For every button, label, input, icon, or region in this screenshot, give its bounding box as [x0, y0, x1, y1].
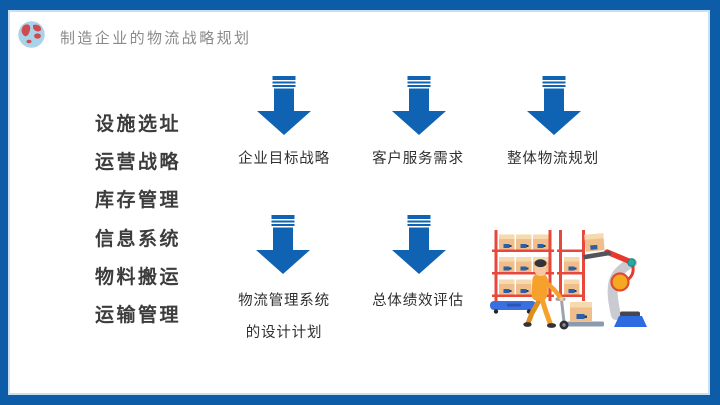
flow-label-customer-service-needs: 客户服务需求: [372, 151, 464, 167]
warehouse-worker-icon: [523, 259, 564, 328]
down-arrow-icon: [256, 215, 310, 274]
down-arrow-icon: [392, 76, 446, 135]
flow-label-corporate-goal-strategy: 企业目标战略: [238, 151, 330, 167]
globe-icon: [17, 20, 46, 49]
list-item-transport-management: 运输管理: [95, 304, 182, 326]
pallet-truck-icon: [490, 301, 536, 314]
flow-label-logistics-system-design-line2: 的设计计划: [245, 325, 323, 341]
warehouse-automation-illustration: [483, 222, 668, 334]
list-item-operations-strategy: 运营战略: [95, 152, 182, 174]
strategy-topics-list: 设施选址 运营战略 库存管理 信息系统 物料搬运 运输管理: [95, 113, 181, 342]
robot-arm-picking-box-icon: [583, 233, 647, 327]
down-arrow-icon: [257, 76, 311, 135]
flow-label-logistics-system-design-line1: 物流管理系统: [238, 293, 330, 309]
list-item-material-handling: 物料搬运: [95, 266, 182, 288]
slide-content: 制造企业的物流战略规划 设施选址 运营战略 库存管理 信息系统 物料搬运 运输管…: [8, 10, 710, 395]
down-arrow-icon: [527, 76, 581, 135]
hand-truck-icon: [555, 297, 604, 330]
down-arrow-icon: [392, 215, 446, 274]
list-item-inventory-management: 库存管理: [95, 190, 182, 212]
flow-label-overall-performance-evaluation: 总体绩效评估: [372, 293, 464, 309]
flow-label-overall-logistics-plan: 整体物流规划: [507, 151, 599, 167]
list-item-facility-location: 设施选址: [95, 114, 182, 135]
list-item-information-system: 信息系统: [95, 228, 182, 250]
page-title: 制造企业的物流战略规划: [60, 30, 252, 47]
